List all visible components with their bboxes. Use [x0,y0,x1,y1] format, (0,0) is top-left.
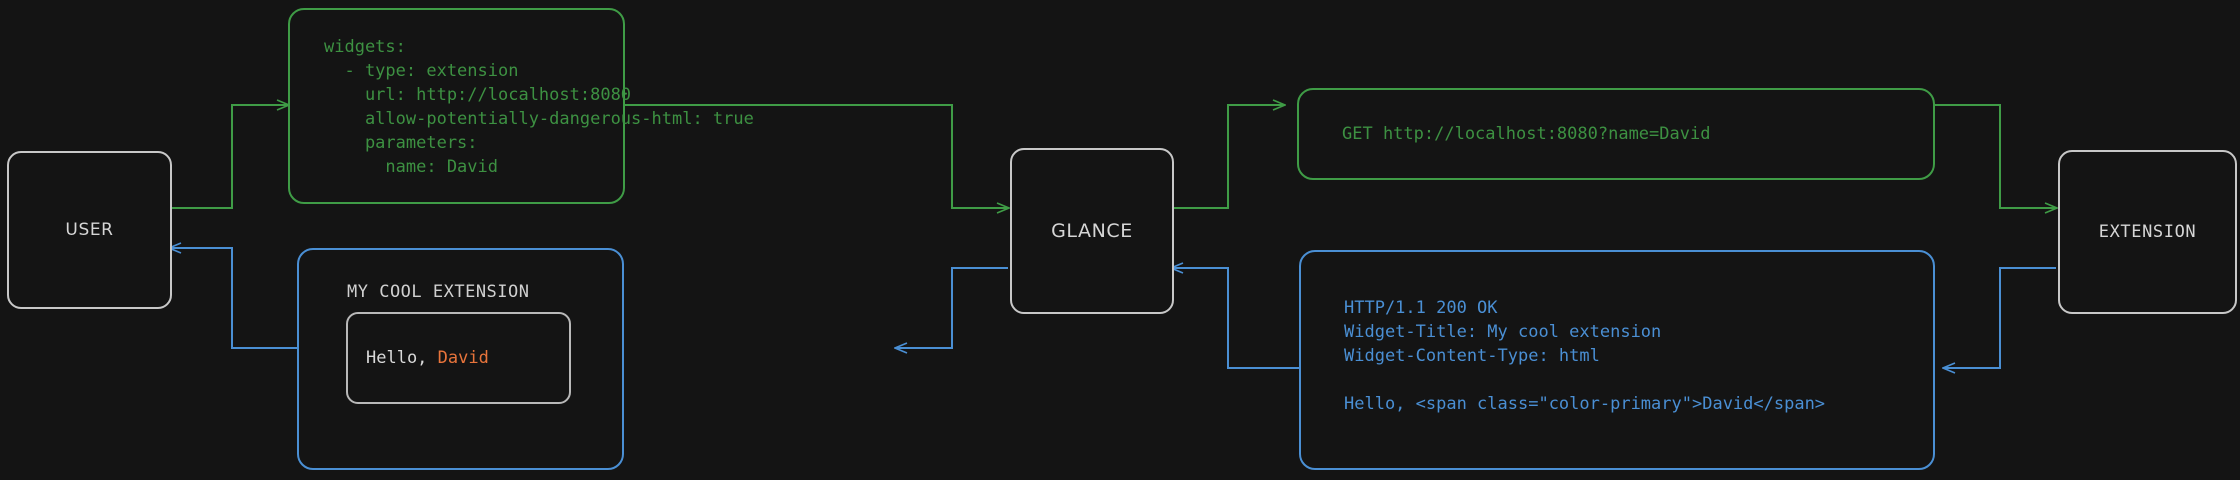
node-glance[interactable]: GLANCE [1010,148,1174,314]
panel-rendered-widget: MY COOL EXTENSION Hello, David [297,248,624,470]
node-extension-label: EXTENSION [2098,222,2197,242]
edge-glance-to-widget [896,267,1008,348]
node-glance-label: GLANCE [1051,220,1133,242]
panel-http-response: HTTP/1.1 200 OK Widget-Title: My cool ex… [1299,250,1935,470]
config-code: widgets: - type: extension url: http://l… [324,37,754,177]
http-response-code: HTTP/1.1 200 OK Widget-Title: My cool ex… [1344,298,1826,414]
widget-greeting: Hello, David [348,348,489,368]
widget-greeting-prefix: Hello, [366,348,438,368]
edge-response-to-glance [1172,268,1300,369]
panel-http-request: GET http://localhost:8080?name=David [1297,88,1935,180]
node-user[interactable]: USER [7,151,172,309]
widget-title: MY COOL EXTENSION [347,282,530,302]
widget-content-box: Hello, David [346,312,571,404]
node-user-label: USER [65,220,114,240]
edge-widget-to-user [170,248,300,349]
node-extension[interactable]: EXTENSION [2058,150,2237,314]
edge-user-to-config [168,105,288,209]
edge-glance-to-request [1172,105,1284,209]
panel-config: widgets: - type: extension url: http://l… [288,8,754,204]
widget-greeting-name: David [437,348,489,368]
http-request-code: GET http://localhost:8080?name=David [1342,124,1711,144]
edge-request-to-extension [1934,104,2056,208]
edge-extension-to-response [1944,267,2056,368]
